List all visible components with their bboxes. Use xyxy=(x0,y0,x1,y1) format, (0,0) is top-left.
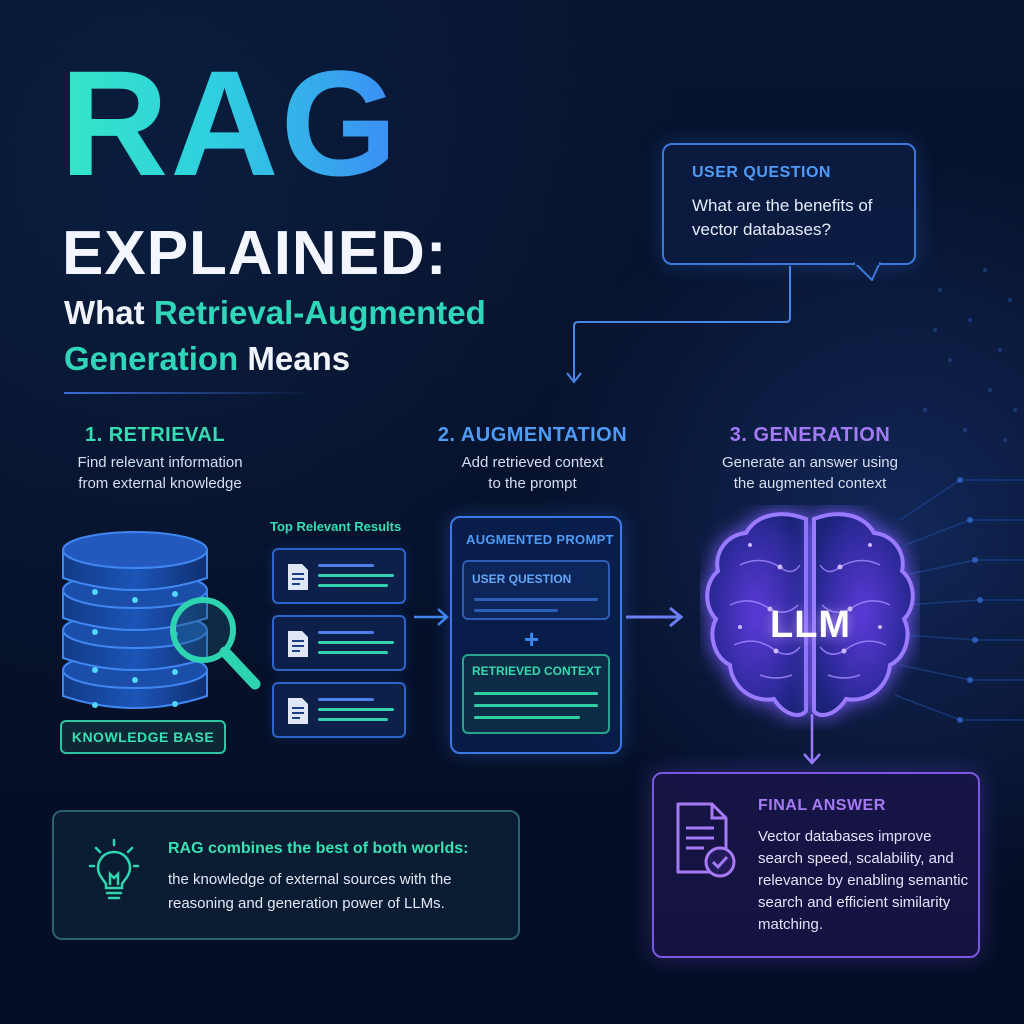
user-question-bubble xyxy=(662,143,916,265)
lightbulb-icon xyxy=(88,838,140,900)
augmented-retrieved-context-box xyxy=(462,654,610,734)
brain-icon xyxy=(705,512,915,717)
info-text: the knowledge of external sources with t… xyxy=(168,871,452,912)
step-augmentation-desc-1: Add retrieved context xyxy=(461,454,604,471)
subtitle-part1: What xyxy=(64,294,154,331)
title-explained: EXPLAINED: xyxy=(62,219,448,288)
augmented-prompt-title: AUGMENTED PROMPT xyxy=(466,532,614,547)
final-answer-text: Vector databases improve search speed, s… xyxy=(758,828,969,933)
final-answer-title: FINAL ANSWER xyxy=(758,797,886,814)
augmented-user-question-box xyxy=(462,560,610,620)
title-divider xyxy=(64,392,314,394)
arrow-right-icon xyxy=(414,608,449,626)
subtitle-accent1: Retrieval-Augmented xyxy=(153,294,486,331)
document-icon xyxy=(288,631,308,657)
bubble-tail xyxy=(853,262,881,281)
title-rag: RAG xyxy=(60,39,400,207)
info-headline: RAG combines the best of both worlds: xyxy=(168,840,469,857)
user-question-text: What are the benefits of vector database… xyxy=(692,196,873,239)
document-check-icon xyxy=(676,802,736,878)
subtitle-accent2: Generation xyxy=(64,340,239,377)
step-augmentation-desc-2: to the prompt xyxy=(488,475,577,492)
result-card-2 xyxy=(272,615,406,671)
question-connector-arrow xyxy=(566,266,791,384)
step-augmentation-title: 2. AUGMENTATION xyxy=(437,424,628,446)
plus-icon: + xyxy=(524,624,540,654)
magnifier-icon xyxy=(170,597,261,690)
document-icon xyxy=(288,698,308,724)
knowledge-base-label: KNOWLEDGE BASE xyxy=(60,720,226,754)
result-card-3 xyxy=(272,682,406,738)
user-question-label: USER QUESTION xyxy=(692,164,831,181)
step-generation-desc-2: the augmented context xyxy=(733,475,887,492)
database-icon xyxy=(62,531,261,709)
subtitle-part2: Means xyxy=(238,340,351,377)
augmented-retrieved-context-label: RETRIEVED CONTEXT xyxy=(472,664,602,678)
top-results-label: Top Relevant Results xyxy=(270,519,402,534)
info-panel xyxy=(52,810,520,940)
step-retrieval-desc-2: from external knowledge xyxy=(78,475,242,492)
step-generation-desc-1: Generate an answer using xyxy=(722,454,898,471)
step-retrieval-desc-1: Find relevant information xyxy=(77,454,243,471)
augmented-user-question-label: USER QUESTION xyxy=(472,572,572,586)
arrow-right-icon xyxy=(626,606,684,628)
llm-label: LLM xyxy=(770,604,852,646)
document-icon xyxy=(288,564,308,590)
step-generation-title: 3. GENERATION xyxy=(729,424,891,446)
result-card-1 xyxy=(272,548,406,604)
arrow-down-icon xyxy=(803,714,821,765)
step-retrieval-title: 1. RETRIEVAL xyxy=(84,424,226,446)
